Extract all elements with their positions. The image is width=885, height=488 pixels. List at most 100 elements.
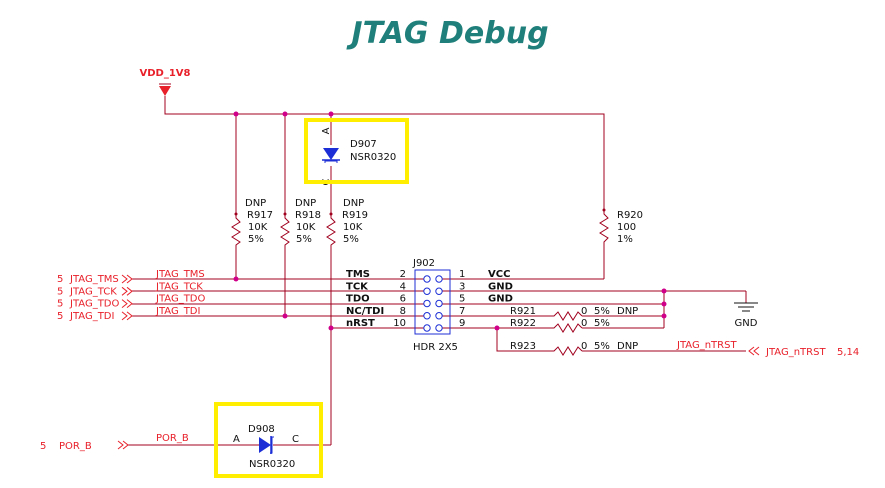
port-name-label: JTAG_TMS: [69, 274, 119, 285]
header-left-pin-label: NC/TDI: [346, 306, 384, 317]
port-net-label: JTAG_TDO: [155, 294, 206, 305]
d908-ref-label: D908: [248, 424, 275, 435]
header-left-pin-number: 2: [400, 269, 406, 280]
d908-schottky-hook: [270, 436, 274, 454]
d908-cathode-label: C: [292, 434, 299, 445]
header-left-pin-number: 10: [393, 318, 406, 329]
r920-ref-label: R920: [617, 210, 643, 221]
d908-highlight-box: [214, 402, 323, 478]
r919-body: [326, 214, 336, 248]
port-sheet-label: 5: [57, 274, 63, 285]
header-pin-right: [435, 324, 443, 332]
junction-dot: [282, 111, 288, 117]
r922-body: [550, 323, 583, 333]
r917-body: [231, 214, 241, 248]
d908-part-label: NSR0320: [249, 459, 295, 470]
d907-ref-label: D907: [350, 139, 377, 150]
r918-tol-label: 5%: [296, 234, 312, 245]
port-name-label: JTAG_TCK: [69, 286, 117, 297]
vertical-resistors: [231, 210, 609, 248]
j902-pins: [423, 275, 443, 332]
por-sheet-label: 5: [40, 441, 46, 452]
por-port-label: POR_B: [59, 441, 92, 452]
j902-part-label: HDR 2X5: [413, 342, 458, 353]
junction-dot: [661, 313, 667, 319]
r923-body: [550, 346, 583, 356]
wires: [128, 96, 747, 446]
por-chevron-icon: [122, 440, 129, 450]
vdd-power-symbol: VDD_1V8: [140, 68, 191, 96]
header-right-pin-label: GND: [488, 294, 513, 305]
ntrst-net-label: JTAG_nTRST: [676, 340, 737, 351]
r919-value-label: 10K: [343, 222, 363, 233]
port-chevron-icon: [121, 274, 128, 284]
r923-dnp-label: DNP: [617, 341, 638, 352]
header-left-pin-label: TCK: [346, 281, 369, 292]
header-pin-left: [423, 287, 431, 295]
d907-highlight-box: [304, 118, 409, 184]
r922-value-label: 0: [581, 318, 587, 329]
r923-tol-label: 5%: [594, 341, 610, 352]
junction-dot: [494, 325, 500, 331]
header-pin-right: [435, 287, 443, 295]
r918-ref-label: R918: [295, 210, 321, 221]
r923-left-wire: [496, 328, 550, 352]
port-net-label: JTAG_TMS: [155, 269, 205, 280]
r923-ref-label: R923: [510, 341, 536, 352]
header-left-pin-number: 6: [400, 294, 406, 305]
r918-body: [280, 214, 290, 248]
ntrst-port: JTAG_nTRST JTAG_nTRST 5,14: [676, 340, 859, 358]
horizontal-resistors: [550, 311, 583, 356]
port-chevron-icon: [126, 286, 133, 296]
resistor-labels: DNP R917 10K 5% DNP R918 10K 5% DNP R919…: [245, 198, 643, 352]
j902-body: [414, 269, 451, 335]
r921-body: [550, 311, 583, 321]
d907-schottky-hook: [324, 160, 338, 163]
junctions: [233, 111, 667, 331]
header-left-pin-number: 8: [400, 306, 406, 317]
r921-tol-label: 5%: [594, 306, 610, 317]
port-net-label: JTAG_TCK: [155, 281, 203, 292]
port-name-label: JTAG_TDI: [69, 311, 114, 322]
header-right-pin-label: GND: [488, 281, 513, 292]
header-pin-left: [423, 275, 431, 283]
junction-dot: [328, 111, 334, 117]
header-pin-left: [423, 324, 431, 332]
ntrst-sheets-label: 5,14: [837, 347, 859, 358]
r919-tol-label: 5%: [343, 234, 359, 245]
r921-ref-label: R921: [510, 306, 536, 317]
port-name-label: JTAG_TDO: [69, 299, 120, 310]
j902-ref-label: J902: [412, 258, 435, 269]
junction-dot: [233, 111, 239, 117]
junction-dot: [282, 313, 288, 319]
d908-triangle-icon: [259, 437, 271, 453]
port-sheet-label: 5: [57, 286, 63, 297]
r919-dnp-label: DNP: [343, 198, 364, 209]
junction-dot: [661, 301, 667, 307]
r920-value-label: 100: [617, 222, 636, 233]
vdd-arrow-icon: [159, 86, 171, 96]
r920-tol-label: 1%: [617, 234, 633, 245]
r917-value-label: 10K: [248, 222, 268, 233]
header-left-pin-label: TDO: [346, 294, 370, 305]
r917-ref-label: R917: [247, 210, 273, 221]
junction-dot: [233, 276, 239, 282]
header-right-pin-number: 7: [459, 306, 465, 317]
header-right-pin-number: 9: [459, 318, 465, 329]
por-chevron-icon: [117, 440, 124, 450]
d908-diode: A C D908 NSR0320: [233, 424, 299, 470]
header-pin-right: [435, 312, 443, 320]
port-chevron-icon: [126, 311, 133, 321]
header-pin-right: [435, 299, 443, 308]
r922-tol-label: 5%: [594, 318, 610, 329]
port-chevron-icon: [121, 311, 128, 321]
r921-dnp-label: DNP: [617, 306, 638, 317]
r920-body: [599, 210, 609, 246]
header-right-pin-number: 3: [459, 281, 465, 292]
header-right-pin-number: 5: [459, 294, 465, 305]
port-chevron-icon: [121, 286, 128, 296]
r923-value-label: 0: [581, 341, 587, 352]
